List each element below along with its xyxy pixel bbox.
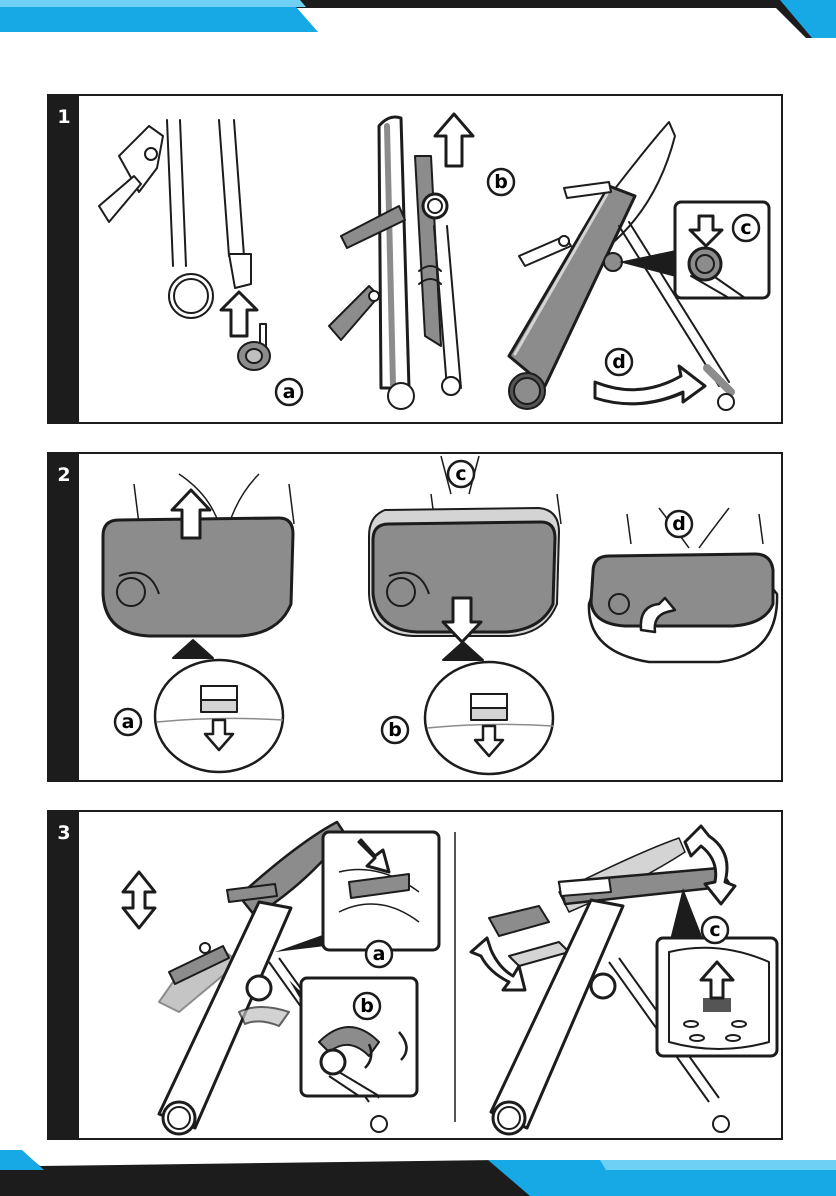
svg-text:c: c bbox=[709, 919, 720, 941]
svg-text:d: d bbox=[672, 513, 686, 535]
label-b: b bbox=[488, 169, 514, 195]
step-1-panel: 1 bbox=[47, 94, 783, 424]
header-band bbox=[0, 0, 836, 40]
label-d: d bbox=[666, 511, 692, 537]
label-a: a bbox=[276, 379, 302, 405]
label-a: a bbox=[366, 941, 392, 967]
label-c: c bbox=[733, 215, 759, 241]
step-3-labels: a b c bbox=[49, 812, 783, 1140]
footer-band bbox=[0, 1150, 836, 1196]
svg-text:a: a bbox=[122, 711, 135, 733]
label-a: a bbox=[115, 709, 141, 735]
label-c: c bbox=[448, 461, 474, 487]
label-c: c bbox=[702, 917, 728, 943]
svg-text:b: b bbox=[360, 995, 374, 1017]
step-2-labels: a b c d bbox=[49, 454, 783, 782]
step-1-labels: a b c d bbox=[49, 96, 783, 424]
svg-text:a: a bbox=[283, 381, 296, 403]
label-b: b bbox=[354, 993, 380, 1019]
svg-text:b: b bbox=[388, 719, 402, 741]
svg-text:b: b bbox=[494, 171, 508, 193]
svg-text:d: d bbox=[612, 351, 626, 373]
label-d: d bbox=[606, 349, 632, 375]
svg-text:a: a bbox=[373, 943, 386, 965]
svg-text:c: c bbox=[455, 463, 466, 485]
label-b: b bbox=[382, 717, 408, 743]
step-2-panel: 2 bbox=[47, 452, 783, 782]
step-3-panel: 3 bbox=[47, 810, 783, 1140]
svg-text:c: c bbox=[740, 217, 751, 239]
